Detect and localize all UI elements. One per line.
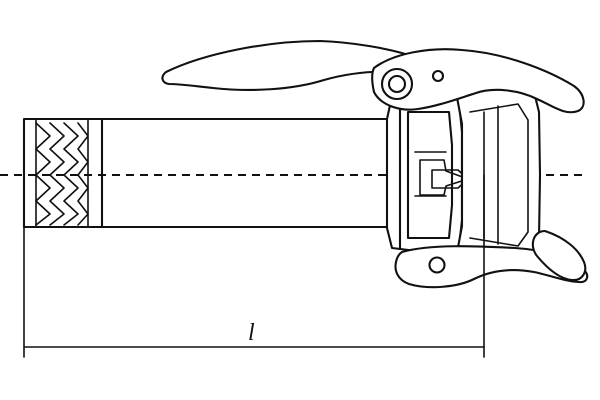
lower-lever-tip bbox=[531, 229, 587, 282]
length-dimension: l bbox=[23, 174, 485, 358]
thread-section bbox=[35, 117, 104, 229]
housing-inner-body bbox=[406, 110, 454, 240]
housing-outer-body bbox=[385, 90, 464, 258]
coupling-housing bbox=[385, 90, 469, 258]
dimension-label: l bbox=[248, 320, 255, 346]
upper-pivot-pin bbox=[387, 74, 407, 94]
thread-zigzag bbox=[35, 122, 51, 226]
thread-zigzag bbox=[77, 122, 89, 226]
upper-lever bbox=[161, 39, 585, 114]
thread-zigzag bbox=[63, 122, 79, 226]
coupling-barrel bbox=[454, 80, 542, 270]
lower-pivot-pin bbox=[428, 256, 446, 274]
lower-lever bbox=[394, 229, 589, 289]
upper-lever-arm bbox=[161, 39, 420, 91]
thread-zigzag bbox=[49, 122, 65, 226]
center-pin bbox=[419, 159, 469, 196]
upper-lever-jaw bbox=[371, 48, 585, 114]
barrel-inner-edge bbox=[469, 103, 529, 247]
upper-rivet bbox=[431, 69, 445, 83]
